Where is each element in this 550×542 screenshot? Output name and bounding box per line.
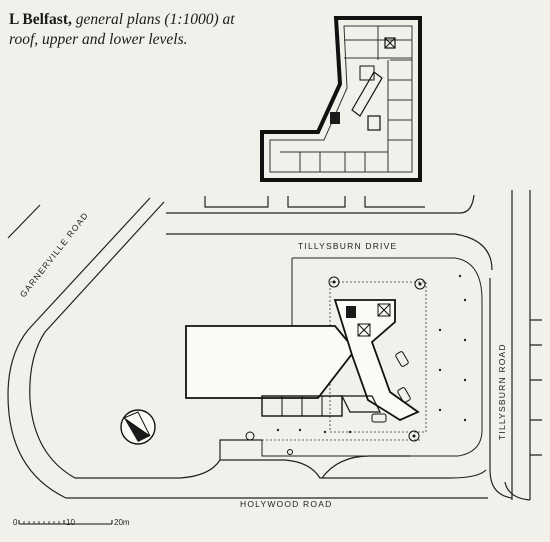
scale-label-mid: 10 — [66, 518, 75, 527]
north-arrow-icon — [120, 409, 156, 445]
upper-level-plan — [260, 16, 422, 182]
caption-lead: L Belfast, — [9, 11, 72, 28]
scale-label-end: 20m — [114, 518, 130, 527]
label-tillysburn-road: TILLYSBURN ROAD — [497, 343, 507, 440]
label-holywood-road: HOLYWOOD ROAD — [240, 499, 332, 509]
label-tillysburn-drive: TILLYSBURN DRIVE — [298, 241, 397, 251]
scale-bar: 0 10 20m — [13, 518, 130, 527]
scale-label-start: 0 — [13, 518, 18, 527]
lower-level-plan — [185, 257, 483, 457]
label-garnerville-road: GARNERVILLE ROAD — [18, 210, 91, 299]
caption-text: general plans (1:1000) at roof, upper an… — [9, 11, 235, 48]
figure-caption: L Belfast, general plans (1:1000) at roo… — [9, 10, 239, 50]
